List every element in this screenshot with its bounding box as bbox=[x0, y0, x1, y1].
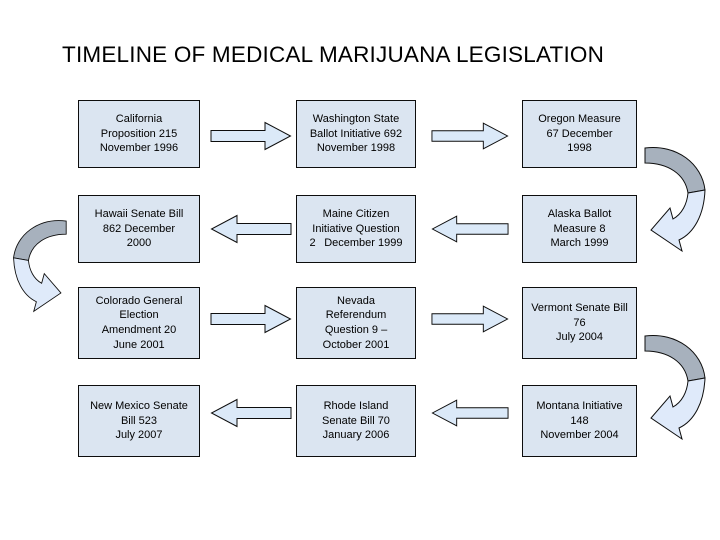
timeline-box-label: Maine Citizen Initiative Question 2 Dece… bbox=[309, 207, 403, 250]
slide-title: TIMELINE OF MEDICAL MARIJUANA LEGISLATIO… bbox=[62, 42, 605, 67]
timeline-box-colorado: Colorado General Election Amendment 20 J… bbox=[78, 287, 200, 359]
timeline-box-maine: Maine Citizen Initiative Question 2 Dece… bbox=[296, 195, 416, 263]
timeline-box-label: New Mexico Senate Bill 523 July 2007 bbox=[90, 399, 188, 442]
timeline-box-label: Washington State Ballot Initiative 692 N… bbox=[309, 112, 403, 155]
curved-down-arrow-icon bbox=[640, 328, 712, 442]
curved-down-arrow-icon bbox=[640, 140, 712, 254]
timeline-box-washington: Washington State Ballot Initiative 692 N… bbox=[296, 100, 416, 168]
timeline-box-nevada: Nevada Referendum Question 9 – October 2… bbox=[296, 287, 416, 359]
timeline-box-label: Colorado General Election Amendment 20 J… bbox=[95, 294, 183, 351]
left-arrow-icon bbox=[431, 214, 509, 244]
left-arrow-icon bbox=[210, 398, 292, 428]
timeline-box-hawaii: Hawaii Senate Bill 862 December 2000 bbox=[78, 195, 200, 263]
timeline-box-new-mexico: New Mexico Senate Bill 523 July 2007 bbox=[78, 385, 200, 457]
timeline-box-label: Oregon Measure 67 December 1998 bbox=[538, 112, 621, 155]
right-arrow-icon bbox=[431, 121, 509, 151]
timeline-box-label: Alaska Ballot Measure 8 March 1999 bbox=[547, 207, 612, 250]
left-arrow-icon bbox=[210, 214, 292, 244]
timeline-box-label: Hawaii Senate Bill 862 December 2000 bbox=[94, 207, 184, 250]
right-arrow-icon bbox=[210, 121, 292, 151]
timeline-box-label: Nevada Referendum Question 9 – October 2… bbox=[322, 294, 390, 351]
left-arrow-icon bbox=[431, 398, 509, 428]
timeline-box-vermont: Vermont Senate Bill 76 July 2004 bbox=[522, 287, 637, 359]
timeline-box-california: California Proposition 215 November 1996 bbox=[78, 100, 200, 168]
timeline-box-rhode-island: Rhode Island Senate Bill 70 January 2006 bbox=[296, 385, 416, 457]
timeline-box-oregon: Oregon Measure 67 December 1998 bbox=[522, 100, 637, 168]
right-arrow-icon bbox=[210, 304, 292, 334]
timeline-box-label: Rhode Island Senate Bill 70 January 2006 bbox=[322, 399, 390, 442]
timeline-box-label: Vermont Senate Bill 76 July 2004 bbox=[531, 301, 628, 344]
timeline-box-alaska: Alaska Ballot Measure 8 March 1999 bbox=[522, 195, 637, 263]
right-arrow-icon bbox=[431, 304, 509, 334]
timeline-box-label: Montana Initiative 148 November 2004 bbox=[536, 399, 623, 442]
curved-down-arrow-icon bbox=[8, 214, 70, 314]
timeline-box-montana: Montana Initiative 148 November 2004 bbox=[522, 385, 637, 457]
timeline-box-label: California Proposition 215 November 1996 bbox=[99, 112, 179, 155]
